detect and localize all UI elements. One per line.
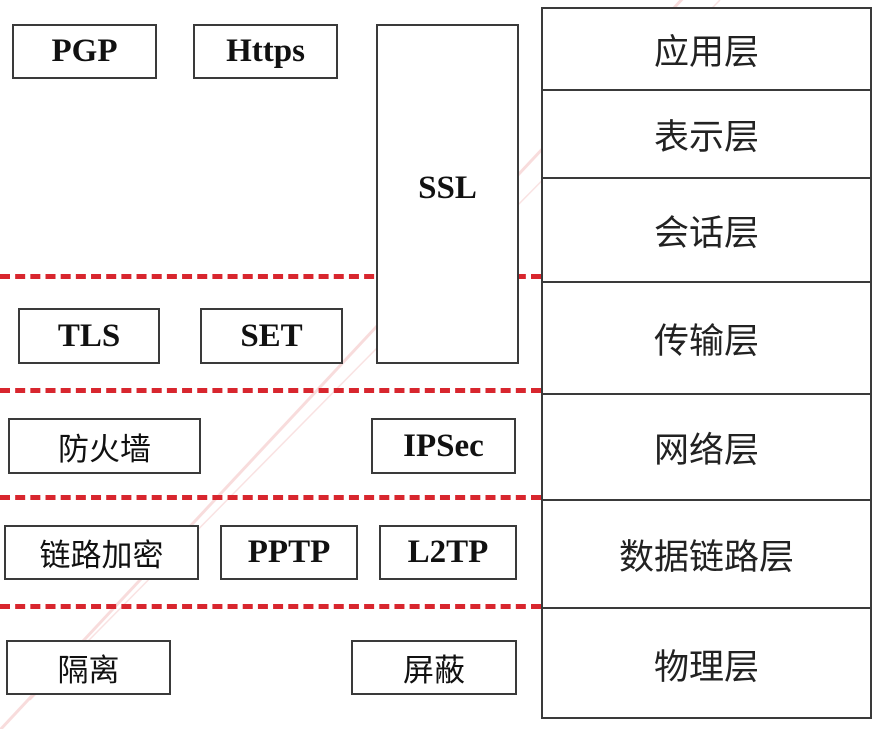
layer-session: 会话层 xyxy=(543,179,870,283)
osi-layer-stack: 应用层 表示层 会话层 传输层 网络层 数据链路层 物理层 xyxy=(541,7,872,719)
network-datalink-divider xyxy=(0,495,541,500)
layer-physical: 物理层 xyxy=(653,647,759,688)
datalink-physical-divider xyxy=(0,604,541,609)
firewall-box: 防火墙 xyxy=(8,418,201,474)
shielding-box: 屏蔽 xyxy=(351,640,517,695)
ssl-box: SSL xyxy=(376,24,519,364)
pptp-box: PPTP xyxy=(220,525,358,580)
ssl-label: SSL xyxy=(418,169,477,206)
pgp-box: PGP xyxy=(12,24,157,79)
link-encryption-box: 链路加密 xyxy=(4,525,199,580)
layer-application: 应用层 xyxy=(543,9,870,91)
tls-box: TLS xyxy=(18,308,160,364)
session-transport-divider xyxy=(0,274,541,279)
layer-presentation: 表示层 xyxy=(543,91,870,179)
l2tp-box: L2TP xyxy=(379,525,517,580)
isolation-box: 隔离 xyxy=(6,640,171,695)
layer-network: 网络层 xyxy=(543,395,870,501)
layer-data-link: 数据链路层 xyxy=(543,501,870,609)
layer-transport: 传输层 xyxy=(543,283,870,395)
transport-network-divider xyxy=(0,388,541,393)
ipsec-box: IPSec xyxy=(371,418,516,474)
https-box: Https xyxy=(193,24,338,79)
set-box: SET xyxy=(200,308,343,364)
